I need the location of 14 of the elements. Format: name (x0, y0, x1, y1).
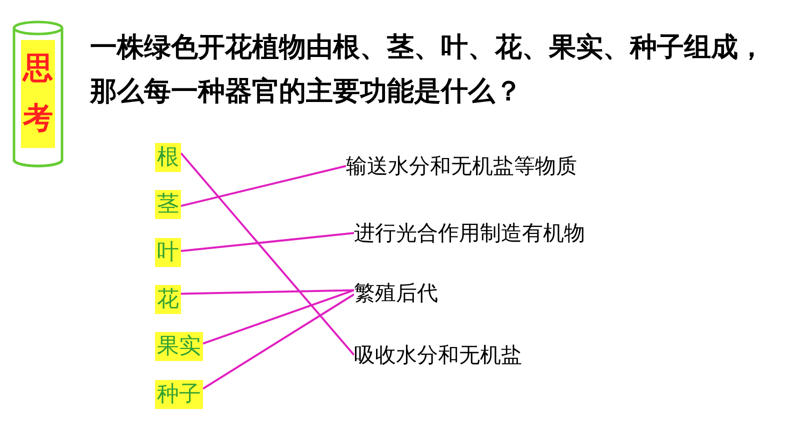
vertical-heading: 思考 (22, 50, 54, 138)
organ-label: 叶 (155, 238, 181, 267)
organ-label: 种子 (155, 380, 203, 409)
connector-line (202, 289, 354, 345)
question-text: 一株绿色开花植物由根、茎、叶、花、果实、种子组成，那么每一种器官的主要功能是什么？ (90, 31, 766, 109)
organ-label: 根 (155, 143, 181, 172)
connector-line (180, 232, 354, 252)
organ-label: 花 (155, 285, 181, 314)
connector-line (180, 152, 355, 356)
connector-line (180, 289, 354, 295)
organ-label: 茎 (155, 190, 181, 219)
connector-line (202, 294, 355, 390)
organ-label: 果实 (155, 332, 203, 361)
connector-line (180, 165, 346, 207)
